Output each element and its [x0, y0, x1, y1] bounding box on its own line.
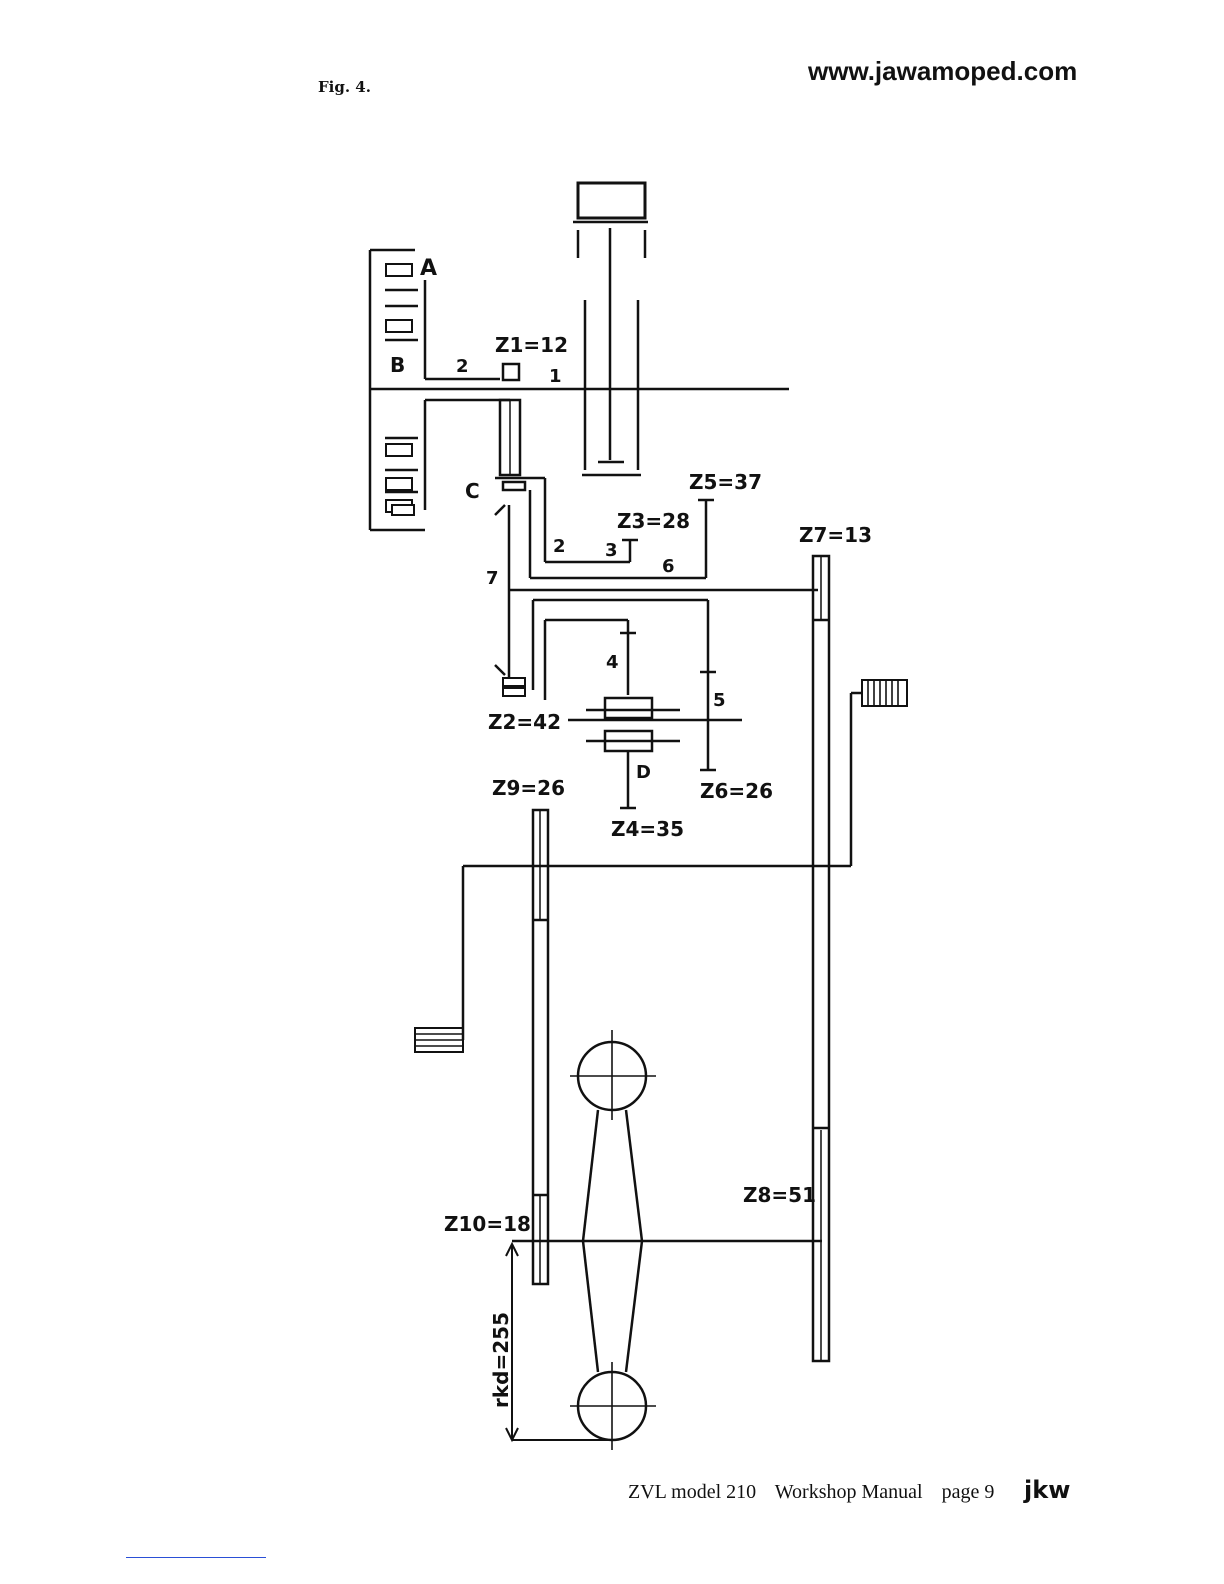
label-shaft-4: 4: [606, 652, 619, 673]
label-d: D: [636, 762, 651, 783]
label-shaft-3: 3: [605, 540, 618, 561]
label-z3: Z3=28: [617, 509, 690, 533]
countershaft-bearings: [503, 678, 525, 696]
label-z9: Z9=26: [492, 776, 565, 800]
label-z2: Z2=42: [488, 710, 561, 734]
footer-initials: jkw: [1024, 1476, 1070, 1504]
pedal-treads: [415, 680, 898, 1046]
footer-manual: Workshop Manual: [775, 1481, 923, 1503]
label-z5: Z5=37: [689, 470, 762, 494]
label-c: C: [465, 479, 480, 503]
label-shaft-7: 7: [486, 568, 499, 589]
bottom-rule: [126, 1557, 266, 1558]
footer-model: ZVL model 210: [628, 1481, 756, 1503]
footer-page: page 9: [942, 1481, 995, 1503]
label-z6: Z6=26: [700, 779, 773, 803]
label-z8: Z8=51: [743, 1183, 816, 1207]
label-shaft-1: 1: [549, 366, 562, 387]
rkd-dimension: [506, 1244, 612, 1440]
label-rkd: rkd=255: [489, 1312, 513, 1408]
pinion-z1: [503, 364, 519, 380]
label-z10: Z10=18: [444, 1212, 531, 1236]
label-shaft-2-lower: 2: [553, 536, 566, 557]
label-z4: Z4=35: [611, 817, 684, 841]
cylinder-piston: [573, 183, 648, 475]
label-b: B: [390, 353, 405, 377]
label-z1: Z1=12: [495, 333, 568, 357]
label-shaft-6: 6: [662, 556, 675, 577]
label-a: A: [420, 256, 437, 281]
label-shaft-2-upper: 2: [456, 356, 469, 377]
label-z7: Z7=13: [799, 523, 872, 547]
label-shaft-5: 5: [713, 690, 726, 711]
page-footer: ZVL model 210 Workshop Manual page 9: [628, 1481, 1008, 1504]
pedal-sprocket-bar: [533, 810, 548, 1284]
pedal-crank: [415, 680, 907, 1052]
